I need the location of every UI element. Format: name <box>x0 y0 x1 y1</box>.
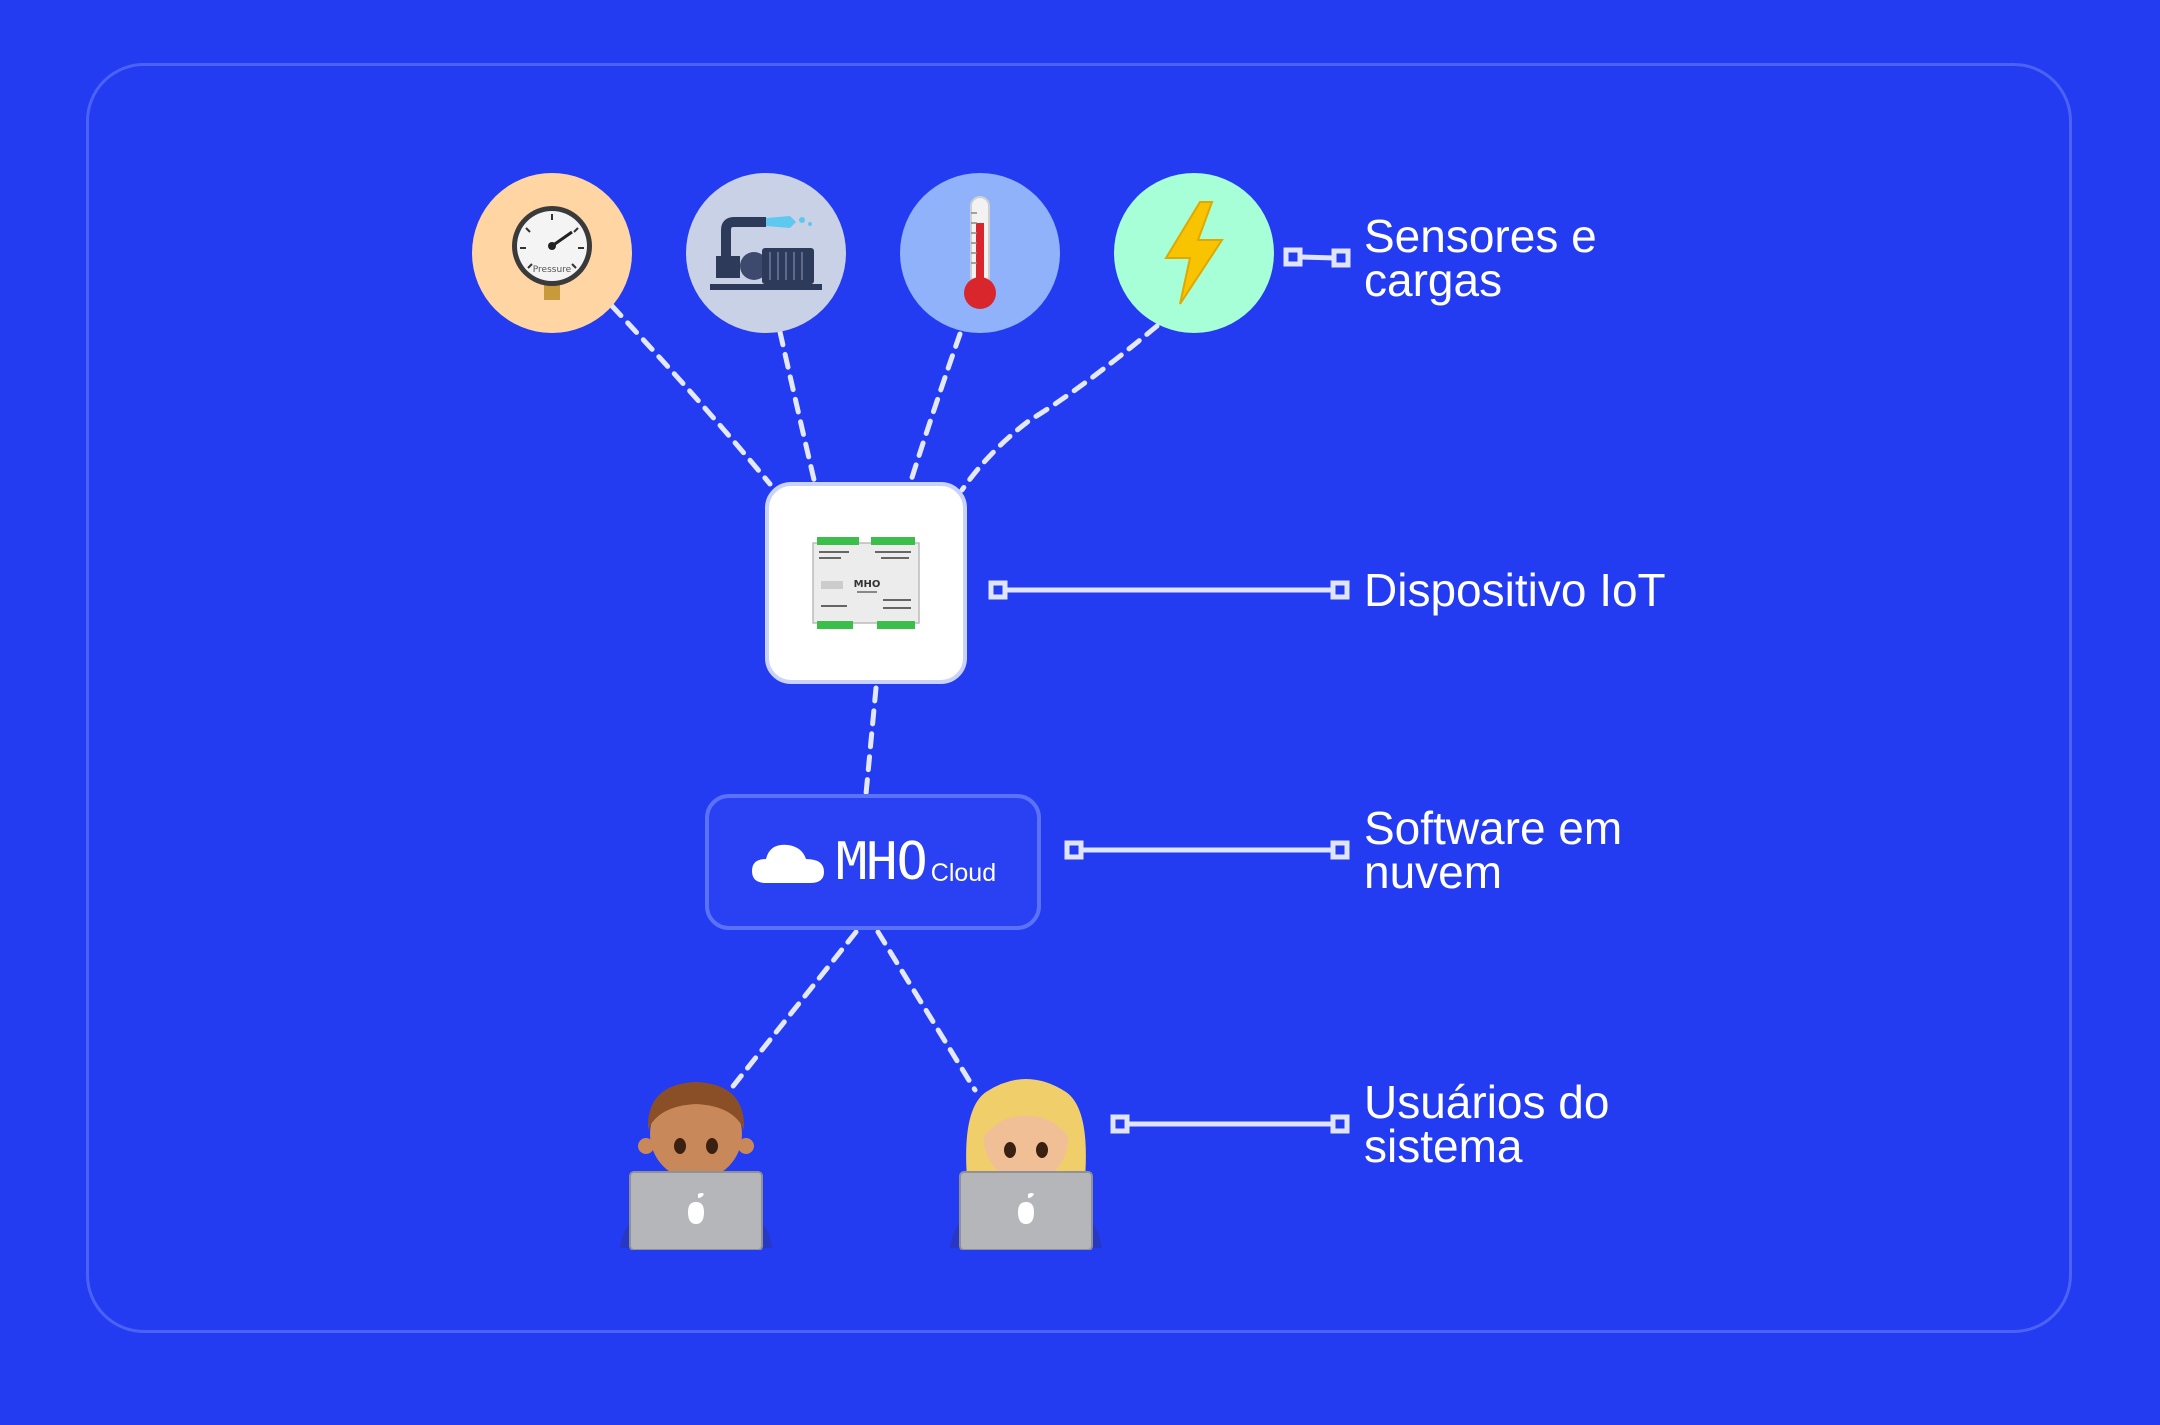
thermometer-icon <box>900 173 1060 333</box>
link-bolt-device <box>959 323 1160 493</box>
cloud-brand: MHO <box>835 832 928 892</box>
iot-board-icon: MHO <box>812 537 920 629</box>
link-device-cloud <box>863 685 879 797</box>
pump-motor-icon <box>686 173 846 333</box>
link-cloud-user1 <box>727 929 859 1093</box>
lightning-bolt-icon <box>1114 173 1274 333</box>
label-iot-device: Dispositivo IoT <box>1364 564 1666 616</box>
link-pump-device <box>777 329 818 487</box>
man-technologist-icon <box>616 1070 776 1255</box>
pressure-gauge-icon: Pressure <box>472 173 632 333</box>
gauge-text: Pressure <box>533 265 572 275</box>
woman-technologist-icon <box>946 1070 1106 1255</box>
cloud-software-card: MHO Cloud <box>705 794 1041 930</box>
connector-sensors <box>1300 254 1336 261</box>
cloud-brand-suffix: Cloud <box>930 859 997 887</box>
diagram-frame <box>86 63 2072 1333</box>
label-users: Usuários do sistema <box>1364 1076 1610 1172</box>
label-cloud-software: Software em nuvem <box>1364 802 1623 898</box>
device-brand-text: MHO <box>854 579 881 590</box>
iot-device-card: MHO <box>765 482 967 684</box>
link-gauge-device <box>609 303 773 487</box>
link-cloud-user2 <box>875 929 978 1093</box>
label-sensors: Sensores e cargas <box>1364 210 1597 306</box>
link-thermo-device <box>907 331 963 487</box>
cloud-icon <box>751 844 824 883</box>
